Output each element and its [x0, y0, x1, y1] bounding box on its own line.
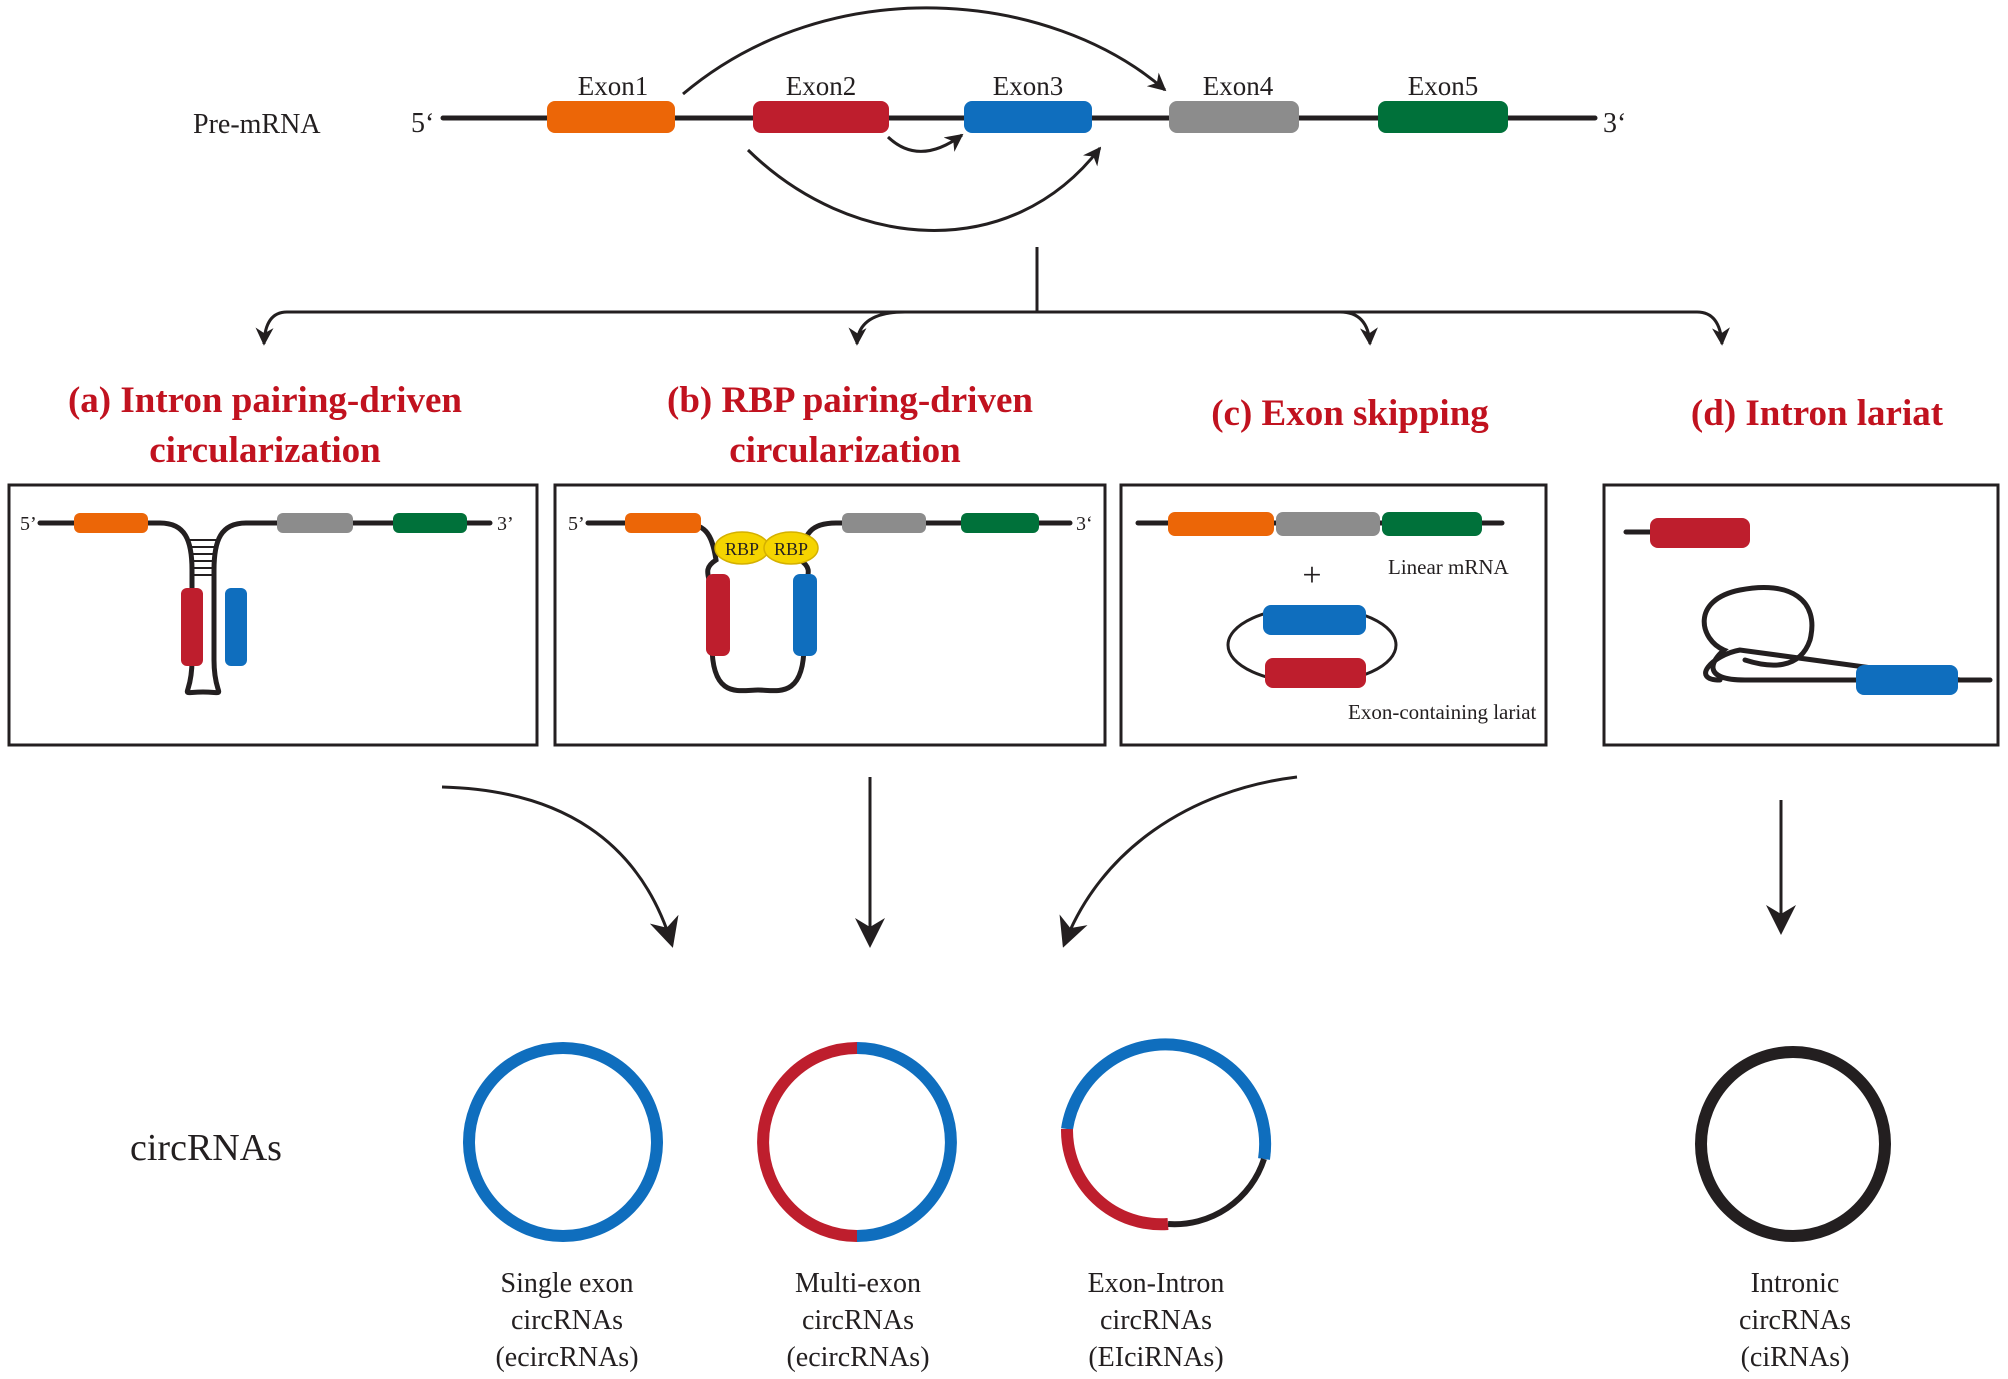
- intronic-circrna: [1695, 1046, 1891, 1242]
- multi-exon-line2: circRNAs: [802, 1305, 914, 1336]
- mechanism-c-title: (c) Exon skipping: [1211, 393, 1489, 434]
- arrow-a-to-ecircrna: [441, 785, 679, 948]
- exon1-label: Exon1: [578, 71, 649, 101]
- panel-c-linear-label: Linear mRNA: [1388, 555, 1510, 579]
- circrna-type-labels: Single exon circRNAs (ecircRNAs) Multi-e…: [495, 1268, 1851, 1373]
- panel-a-exon2: [181, 588, 203, 666]
- panel-b-5-prime: 5’: [568, 513, 585, 535]
- mechanism-titles: (a) Intron pairing-driven circularizatio…: [68, 380, 1944, 471]
- panel-c-exon1: [1168, 512, 1274, 536]
- arrow-c-to-eicirna: [1059, 775, 1298, 948]
- panel-b-frame: [553, 483, 1107, 747]
- panel-a-3-prime: 3’: [497, 513, 514, 535]
- panel-c-lariat-exon2: [1265, 658, 1366, 688]
- panel-c-frame: [1119, 483, 1548, 747]
- exon-intron-line1: Exon-Intron: [1088, 1268, 1225, 1299]
- exon-intron-circrna: [1060, 1038, 1272, 1231]
- panel-a-5-prime: 5’: [20, 513, 37, 535]
- circrnas-row: circRNAs Single exon circRNAs (ecircRNAs…: [130, 1038, 1891, 1373]
- multi-exon-line1: Multi-exon: [795, 1268, 921, 1299]
- panel-b: 5’ 3‘ RBP RBP: [553, 483, 1107, 747]
- intronic-line2: circRNAs: [1739, 1305, 1851, 1336]
- panel-a-exon5: [393, 513, 467, 533]
- panel-d-exon2: [1650, 518, 1750, 548]
- pre-mrna-exon4: [1169, 101, 1299, 133]
- mechanism-b-subtitle: circularization: [729, 430, 961, 471]
- panel-d-exon3: [1856, 665, 1958, 695]
- pre-mrna-5-prime: 5‘: [411, 108, 434, 139]
- panel-c-plus: +: [1302, 557, 1321, 594]
- arc-exon2-to-exon3: [886, 133, 964, 153]
- rbp-right-label: RBP: [774, 539, 808, 559]
- panel-d-lariat: [1701, 584, 1993, 683]
- panel-c-lariat-label: Exon-containing lariat: [1348, 700, 1537, 724]
- exon-intron-line2: circRNAs: [1100, 1305, 1212, 1336]
- mechanism-a-title: (a) Intron pairing-driven: [68, 380, 462, 421]
- pre-mrna-label: Pre-mRNA: [193, 109, 321, 140]
- mechanism-d-title: (d) Intron lariat: [1691, 393, 1944, 434]
- single-exon-line1: Single exon: [501, 1268, 634, 1299]
- panel-c-exon4: [1276, 512, 1380, 536]
- eicirna-red-arc: [1060, 1128, 1169, 1231]
- circrnas-label: circRNAs: [130, 1127, 282, 1169]
- single-exon-line2: circRNAs: [511, 1305, 623, 1336]
- single-exon-line3: (ecircRNAs): [495, 1342, 638, 1373]
- mechanism-a-subtitle: circularization: [149, 430, 381, 471]
- panel-b-exon5: [961, 513, 1039, 533]
- panel-b-exon2: [706, 574, 730, 656]
- single-exon-circrna: [463, 1042, 663, 1242]
- exon5-label: Exon5: [1408, 71, 1479, 101]
- panel-b-3-prime: 3‘: [1076, 513, 1093, 535]
- panel-a-exon1: [74, 513, 148, 533]
- exon3-label: Exon3: [993, 71, 1064, 101]
- panel-c-exon5: [1382, 512, 1482, 536]
- intronic-line1: Intronic: [1751, 1268, 1840, 1299]
- panel-a-base-pairs: [187, 539, 219, 576]
- multi-exon-red-arc: [757, 1042, 858, 1242]
- arc-exon1-to-exon4: [682, 6, 1167, 96]
- pre-mrna-exon2: [753, 101, 889, 133]
- multi-exon-blue-arc: [856, 1042, 957, 1242]
- panel-b-exon4: [842, 513, 926, 533]
- intronic-line3: (ciRNAs): [1741, 1342, 1850, 1373]
- exon2-label: Exon2: [786, 71, 857, 101]
- pre-mrna-exon5: [1378, 101, 1508, 133]
- panel-d: [1602, 483, 2000, 747]
- panel-c: + Linear mRNA Exon-containing lariat: [1119, 483, 1548, 747]
- exon4-label: Exon4: [1203, 71, 1274, 101]
- panel-b-exon1: [625, 513, 701, 533]
- rbp-left-label: RBP: [725, 539, 759, 559]
- panel-a-exon3: [225, 588, 247, 666]
- pre-mrna-group: Pre-mRNA 5‘ 3‘ Exon1 Exon2 Exon3 Exon4 E…: [193, 6, 1626, 232]
- mechanism-b-title: (b) RBP pairing-driven: [667, 380, 1033, 421]
- pre-mrna-exon3: [964, 101, 1092, 133]
- panel-b-exon3: [793, 574, 817, 656]
- panel-d-frame: [1602, 483, 2000, 747]
- panel-a: 5’ 3’: [7, 483, 539, 747]
- eicirna-blue-arc: [1061, 1038, 1272, 1160]
- rbp-right-protein: [763, 531, 819, 565]
- panel-a-exon4: [277, 513, 353, 533]
- multi-exon-circrna: [757, 1042, 957, 1242]
- branch-connector: [255, 247, 1730, 346]
- pre-mrna-3-prime: 3‘: [1603, 108, 1626, 139]
- panel-a-frame: [7, 483, 539, 747]
- pre-mrna-exon1: [547, 101, 675, 133]
- multi-exon-line3: (ecircRNAs): [786, 1342, 929, 1373]
- arc-exon1-to-exon3: [746, 146, 1102, 232]
- product-arrows: [441, 775, 1796, 948]
- eicirna-intron-arc: [1167, 1158, 1267, 1228]
- exon-intron-line3: (EIciRNAs): [1088, 1342, 1223, 1373]
- panel-c-lariat-exon3: [1263, 605, 1366, 635]
